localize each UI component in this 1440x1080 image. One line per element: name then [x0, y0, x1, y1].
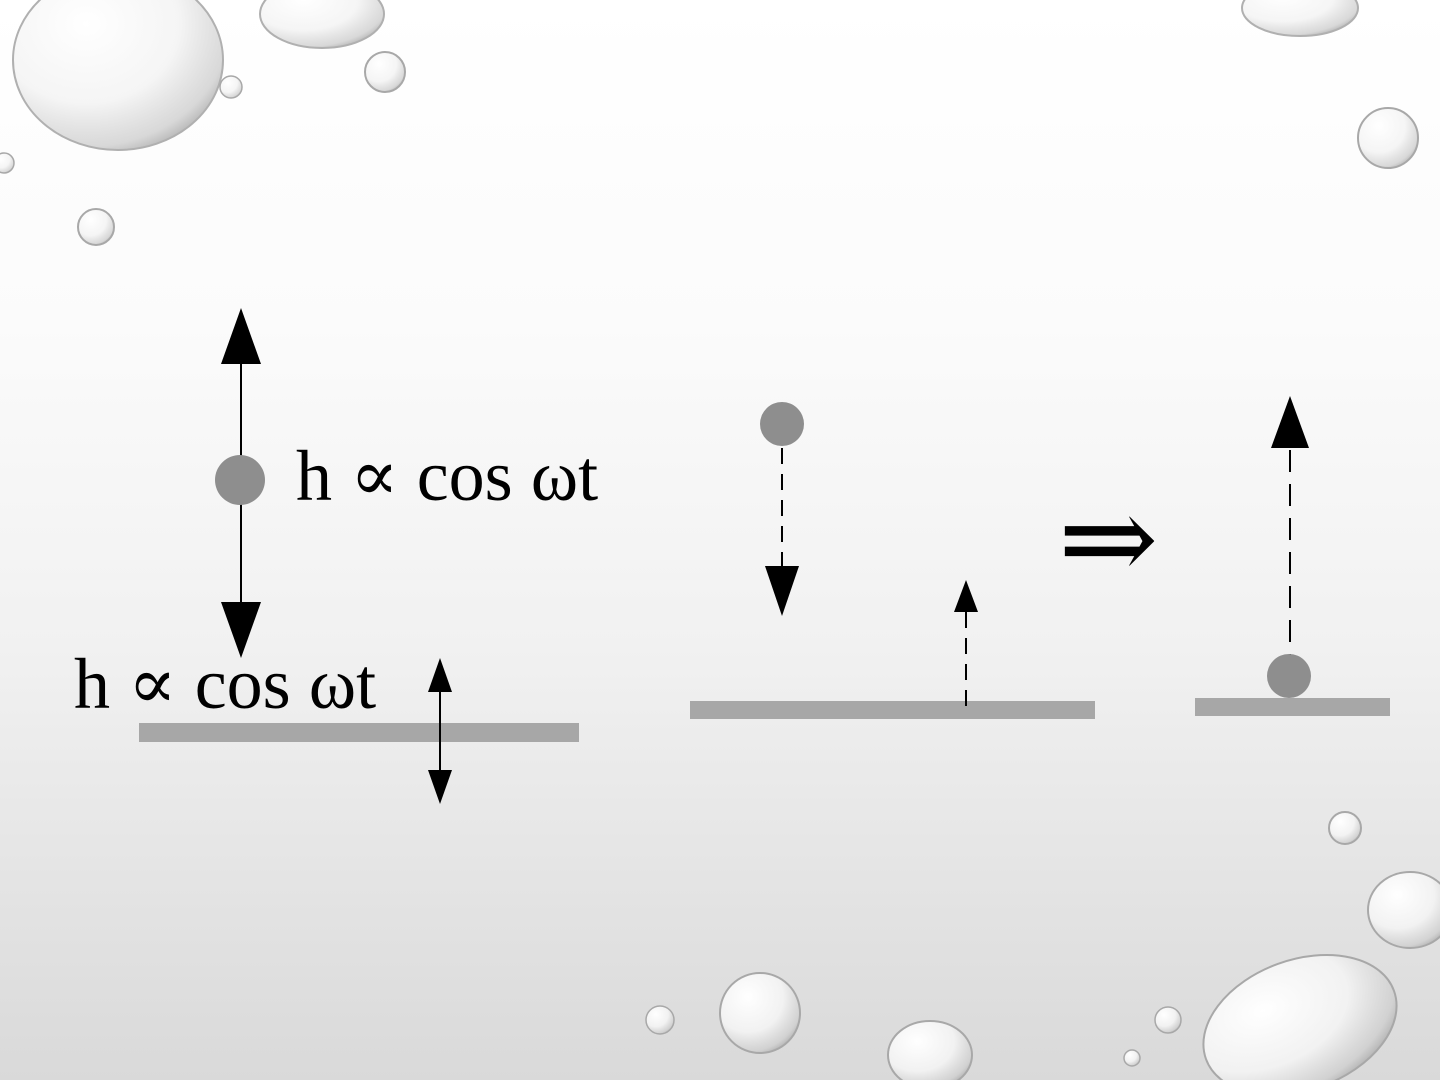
plate-height-equation: h ∝ cos ωt: [74, 644, 376, 724]
arrow-down-icon: [765, 566, 799, 616]
water-drop: [364, 51, 406, 93]
water-drop: [12, 0, 224, 151]
ball-height-equation: h ∝ cos ωt: [296, 436, 598, 516]
water-drop: [219, 75, 243, 99]
water-drop: [1328, 811, 1362, 845]
water-drop: [1357, 107, 1419, 169]
water-drop: [887, 1020, 973, 1080]
middle-panel: [690, 402, 1095, 719]
water-drop: [1154, 1006, 1182, 1034]
arrow-down-icon: [428, 770, 452, 804]
water-drop: [1367, 871, 1440, 949]
water-drop: [645, 1005, 675, 1035]
water-drop: [0, 152, 15, 174]
plate: [1195, 698, 1390, 716]
vibrating-plate: [139, 723, 579, 742]
implies-symbol: ⇒: [1058, 470, 1159, 609]
arrow-up-icon: [221, 308, 261, 364]
ball: [1267, 654, 1311, 698]
plate: [690, 701, 1095, 719]
left-panel: h ∝ cos ωt h ∝ cos ωt: [74, 308, 598, 804]
water-drop: [1241, 0, 1359, 37]
arrow-up-icon: [954, 580, 978, 612]
water-drop: [719, 972, 801, 1054]
arrow-up-icon: [1271, 396, 1309, 448]
arrow-up-icon: [428, 658, 452, 692]
right-panel: [1195, 396, 1390, 716]
water-drop: [77, 208, 115, 246]
ball: [215, 455, 265, 505]
water-drop: [1202, 953, 1398, 1080]
water-drop: [259, 0, 385, 49]
arrow-down-icon: [221, 602, 261, 658]
ball: [760, 402, 804, 446]
water-drop: [1123, 1049, 1141, 1067]
